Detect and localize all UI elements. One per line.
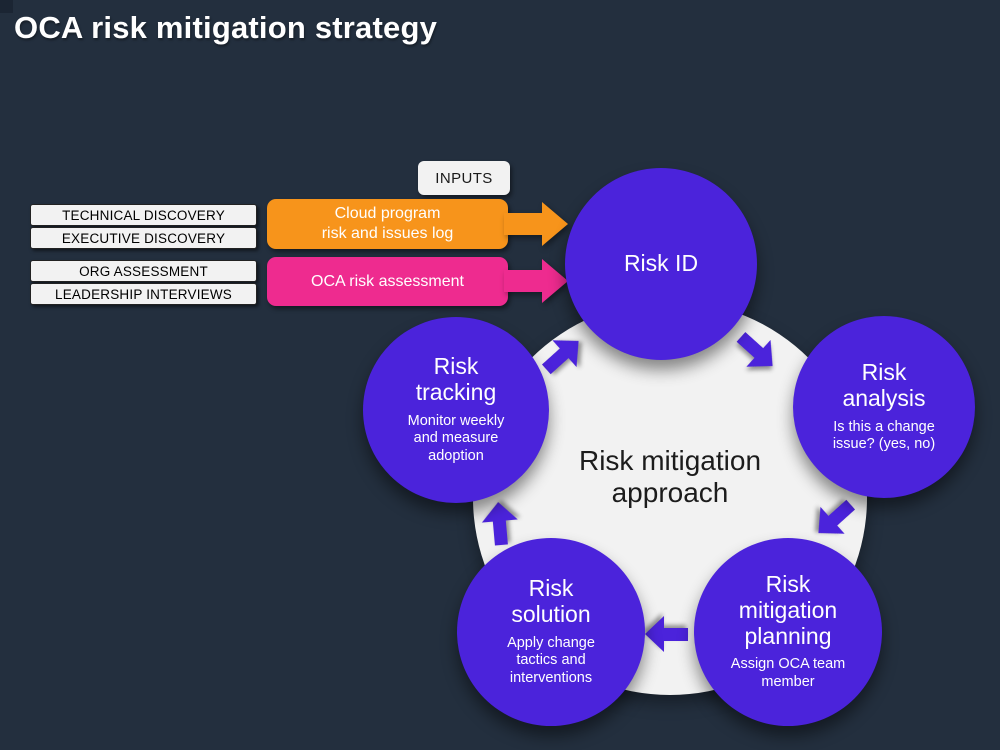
source-label: LEADERSHIP INTERVIEWS — [55, 286, 232, 302]
source-box-org-assessment: ORG ASSESSMENT — [30, 260, 257, 282]
node-title: Risk analysis — [842, 359, 926, 411]
source-box-leadership-interviews: LEADERSHIP INTERVIEWS — [30, 283, 257, 305]
hub-title-line2: approach — [611, 477, 729, 508]
cycle-node-risk-tracking: Risk tracking Monitor weekly and measure… — [363, 317, 549, 503]
orange-feed-arrow-icon — [504, 202, 568, 246]
cycle-node-risk-mitigation-planning: Risk mitigation planning Assign OCA team… — [694, 538, 882, 726]
cycle-arrow-tracking-to-id-icon — [541, 340, 579, 375]
cycle-arrow-planning-to-solution-icon — [645, 616, 688, 652]
source-box-technical-discovery: TECHNICAL DISCOVERY — [30, 204, 257, 226]
node-title: Risk ID — [623, 250, 699, 277]
node-title: Risk tracking — [415, 353, 497, 405]
inputs-heading-box: INPUTS — [418, 161, 510, 195]
node-subtitle: Is this a change issue? (yes, no) — [832, 418, 936, 453]
source-label: EXECUTIVE DISCOVERY — [61, 230, 226, 246]
cycle-node-risk-id: Risk ID — [565, 168, 757, 360]
stream-box-cloud-program-risk-log: Cloud program risk and issues log — [267, 199, 508, 249]
cycle-node-risk-solution: Risk solution Apply change tactics and i… — [457, 538, 645, 726]
cycle-arrow-analysis-to-planning-icon — [818, 499, 856, 534]
stream-box-oca-risk-assessment: OCA risk assessment — [267, 257, 508, 306]
hub-title-line1: Risk mitigation — [578, 444, 762, 476]
node-title: Risk mitigation planning — [738, 571, 838, 649]
corner-accent — [0, 0, 13, 13]
pink-feed-arrow-icon — [504, 259, 568, 303]
stream-label-line1: OCA risk assessment — [311, 272, 464, 290]
node-subtitle: Monitor weekly and measure adoption — [407, 412, 505, 465]
node-subtitle: Apply change tactics and interventions — [507, 634, 595, 687]
source-label: TECHNICAL DISCOVERY — [62, 207, 225, 223]
node-title: Risk solution — [511, 575, 591, 627]
cycle-arrow-id-to-analysis-icon — [736, 332, 773, 367]
inputs-heading-label: INPUTS — [435, 169, 493, 187]
cycle-arrow-solution-to-tracking-icon — [481, 502, 518, 546]
stream-label-line1: Cloud program — [334, 205, 441, 222]
cycle-hub-title: Risk mitigation approach — [579, 445, 761, 551]
source-label: ORG ASSESSMENT — [79, 263, 208, 279]
page-title: OCA risk mitigation strategy — [14, 10, 438, 45]
source-box-executive-discovery: EXECUTIVE DISCOVERY — [30, 227, 257, 249]
cycle-node-risk-analysis: Risk analysis Is this a change issue? (y… — [793, 316, 975, 498]
node-subtitle: Assign OCA team member — [730, 656, 846, 691]
stream-label-line2: risk and issues log — [321, 225, 454, 242]
